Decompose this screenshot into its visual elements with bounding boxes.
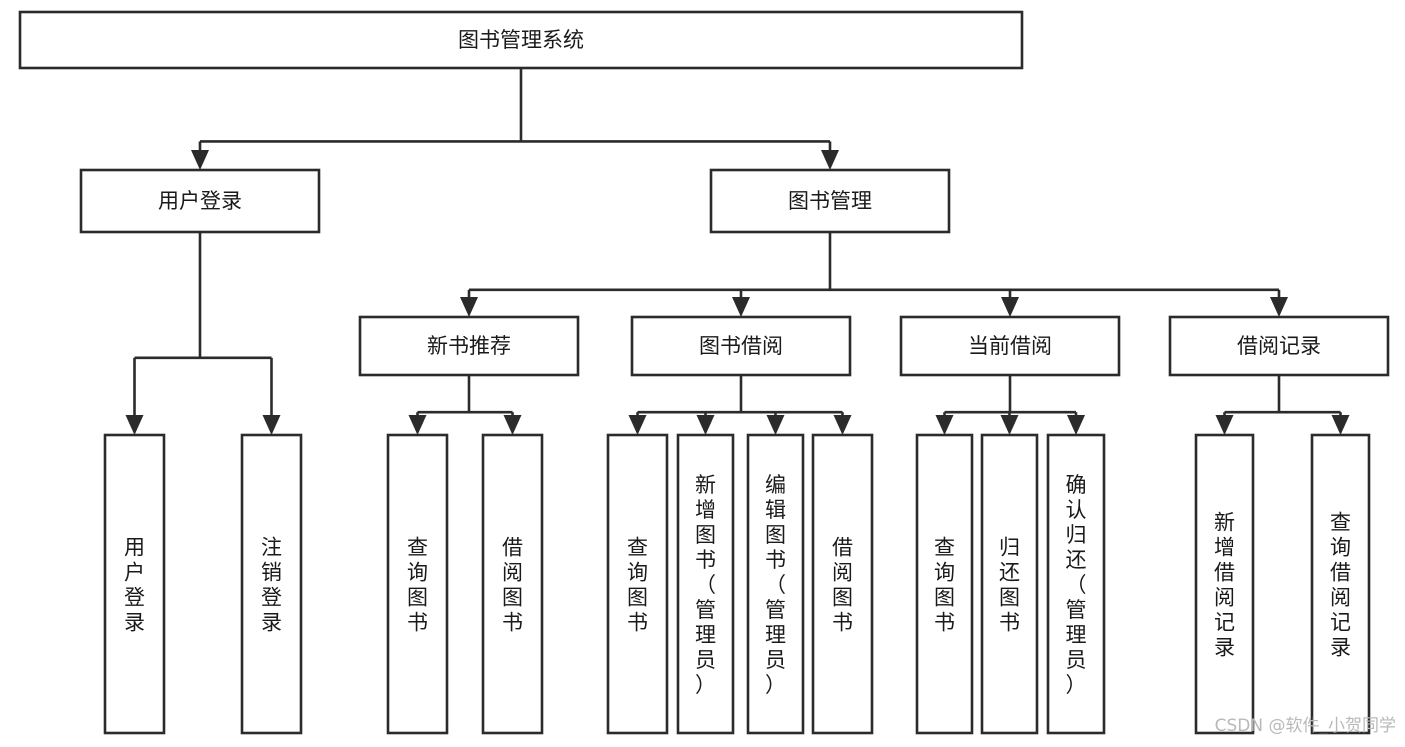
node-label-current-borrow: 当前借阅 <box>968 334 1052 358</box>
node-label-leaf-return-book: 归还图书 <box>999 536 1020 635</box>
arrow-head-icon <box>1001 297 1019 317</box>
node-box-book-borrow <box>630 315 852 377</box>
node-leaf-borrow-book-1[interactable]: 借阅图书 <box>481 433 544 735</box>
node-box-leaf-user-login <box>103 433 166 735</box>
csdn-watermark: CSDN @软件_小贺同学 <box>1215 716 1396 736</box>
node-label-leaf-logout-login: 注销登录 <box>261 536 282 635</box>
node-layer: 图书管理系统用户登录图书管理新书推荐图书借阅当前借阅借阅记录用户登录注销登录查询… <box>18 10 1390 735</box>
node-label-leaf-add-book: 新增图书（管理员） <box>695 473 716 697</box>
node-label-leaf-query-book-3: 查询图书 <box>934 536 955 635</box>
arrow-head-icon <box>125 415 144 435</box>
edge-group-new-book-recommend <box>408 375 522 435</box>
node-label-leaf-query-borrow-record: 查询借阅记录 <box>1330 511 1351 660</box>
arrow-head-icon <box>696 415 715 435</box>
node-label-leaf-confirm-return: 确认归还（管理员） <box>1066 473 1087 697</box>
node-label-new-book-recommend: 新书推荐 <box>427 334 511 358</box>
node-box-user-login <box>79 168 321 234</box>
node-label-user-login: 用户登录 <box>158 189 242 213</box>
node-box-leaf-query-book-3 <box>915 433 974 735</box>
node-box-book-management <box>709 168 951 234</box>
node-box-leaf-query-book-1 <box>386 433 449 735</box>
node-leaf-query-book-2[interactable]: 查询图书 <box>606 433 669 735</box>
node-leaf-add-book[interactable]: 新增图书（管理员） <box>676 433 735 735</box>
node-box-leaf-return-book <box>980 433 1039 735</box>
node-user-login[interactable]: 用户登录 <box>79 168 321 234</box>
node-borrow-record[interactable]: 借阅记录 <box>1168 315 1390 377</box>
node-box-new-book-recommend <box>358 315 580 377</box>
arrow-head-icon <box>833 415 852 435</box>
node-label-leaf-borrow-book-2: 借阅图书 <box>832 536 853 635</box>
arrow-head-icon <box>1067 415 1085 435</box>
node-label-leaf-borrow-book-1: 借阅图书 <box>502 536 523 635</box>
node-box-leaf-logout-login <box>240 433 303 735</box>
node-current-borrow[interactable]: 当前借阅 <box>899 315 1121 377</box>
node-box-leaf-query-book-2 <box>606 433 669 735</box>
node-label-book-borrow: 图书借阅 <box>699 334 783 358</box>
edge-group-current-borrow <box>935 375 1085 435</box>
arrow-head-icon <box>1270 297 1288 317</box>
node-book-management[interactable]: 图书管理 <box>709 168 951 234</box>
arrow-head-icon <box>503 415 522 435</box>
node-leaf-edit-book[interactable]: 编辑图书（管理员） <box>746 433 805 735</box>
node-leaf-query-book-1[interactable]: 查询图书 <box>386 433 449 735</box>
arrow-head-icon <box>1215 415 1234 435</box>
node-box-leaf-add-borrow-record <box>1194 433 1255 735</box>
edge-group-book-management <box>460 232 1288 317</box>
edge-group-borrow-record <box>1215 375 1350 435</box>
node-box-leaf-add-book <box>676 433 735 735</box>
arrow-head-icon <box>1000 415 1019 435</box>
arrow-head-icon <box>408 415 427 435</box>
arrow-head-icon <box>1331 415 1350 435</box>
node-leaf-query-borrow-record[interactable]: 查询借阅记录 <box>1310 433 1371 735</box>
node-label-leaf-user-login: 用户登录 <box>124 536 145 635</box>
arrow-head-icon <box>262 415 281 435</box>
node-label-leaf-query-book-1: 查询图书 <box>407 536 428 635</box>
edge-group-book-borrow <box>628 375 852 435</box>
arrow-head-icon <box>732 297 750 317</box>
node-box-borrow-record <box>1168 315 1390 377</box>
node-root[interactable]: 图书管理系统 <box>18 10 1024 70</box>
node-leaf-query-book-3[interactable]: 查询图书 <box>915 433 974 735</box>
arrow-head-icon <box>191 150 209 170</box>
node-leaf-return-book[interactable]: 归还图书 <box>980 433 1039 735</box>
node-leaf-borrow-book-2[interactable]: 借阅图书 <box>811 433 874 735</box>
node-box-leaf-borrow-book-2 <box>811 433 874 735</box>
node-box-leaf-confirm-return <box>1046 433 1106 735</box>
edge-group-user-login <box>125 232 281 435</box>
arrow-head-icon <box>821 150 839 170</box>
node-label-leaf-add-borrow-record: 新增借阅记录 <box>1214 511 1235 660</box>
node-box-current-borrow <box>899 315 1121 377</box>
node-leaf-user-login[interactable]: 用户登录 <box>103 433 166 735</box>
connector-layer <box>125 68 1350 435</box>
arrow-head-icon <box>628 415 647 435</box>
edge-group-root <box>191 68 839 170</box>
node-box-leaf-edit-book <box>746 433 805 735</box>
node-label-leaf-query-book-2: 查询图书 <box>627 536 648 635</box>
arrow-head-icon <box>935 415 954 435</box>
arrow-head-icon <box>766 415 785 435</box>
node-label-book-management: 图书管理 <box>788 189 872 213</box>
node-box-leaf-borrow-book-1 <box>481 433 544 735</box>
node-box-leaf-query-borrow-record <box>1310 433 1371 735</box>
node-leaf-add-borrow-record[interactable]: 新增借阅记录 <box>1194 433 1255 735</box>
node-book-borrow[interactable]: 图书借阅 <box>630 315 852 377</box>
node-label-root: 图书管理系统 <box>458 28 584 52</box>
node-leaf-logout-login[interactable]: 注销登录 <box>240 433 303 735</box>
node-label-borrow-record: 借阅记录 <box>1237 334 1321 358</box>
node-leaf-confirm-return[interactable]: 确认归还（管理员） <box>1046 433 1106 735</box>
node-new-book-recommend[interactable]: 新书推荐 <box>358 315 580 377</box>
node-label-leaf-edit-book: 编辑图书（管理员） <box>765 473 786 697</box>
node-box-root <box>18 10 1024 70</box>
arrow-head-icon <box>460 297 478 317</box>
